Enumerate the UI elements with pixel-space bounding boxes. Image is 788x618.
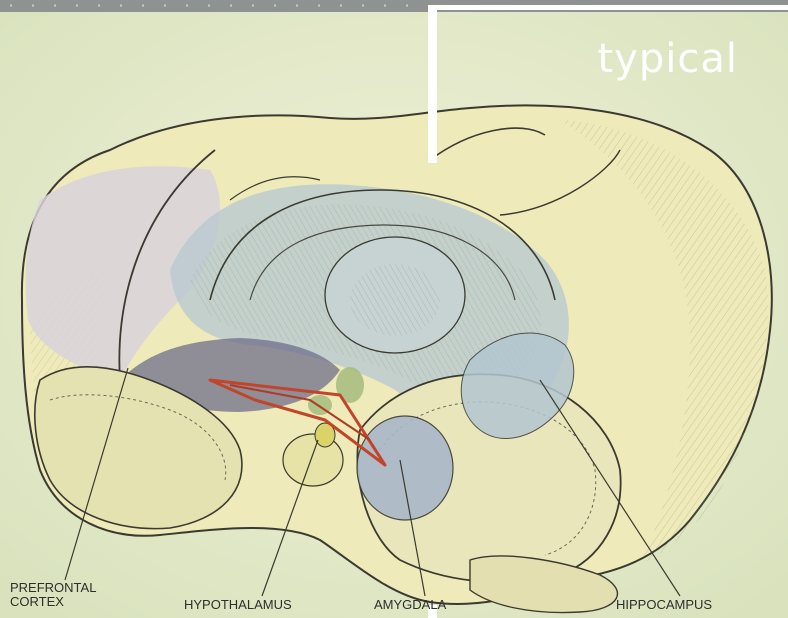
overlay-top-line [428,5,788,10]
thalamus-inner [350,264,440,336]
overlay-vertical-line [428,5,437,163]
amygdala-region [357,416,453,520]
label-prefrontal-cortex: PREFRONTAL CORTEX [10,581,120,609]
label-hypothalamus: HYPOTHALAMUS [184,598,292,612]
overlay-tag: typical [598,36,738,82]
label-hippocampus: HIPPOCAMPUS [616,598,712,612]
label-amygdala: AMYGDALA [374,598,446,612]
hypothalamus-region [283,434,343,486]
